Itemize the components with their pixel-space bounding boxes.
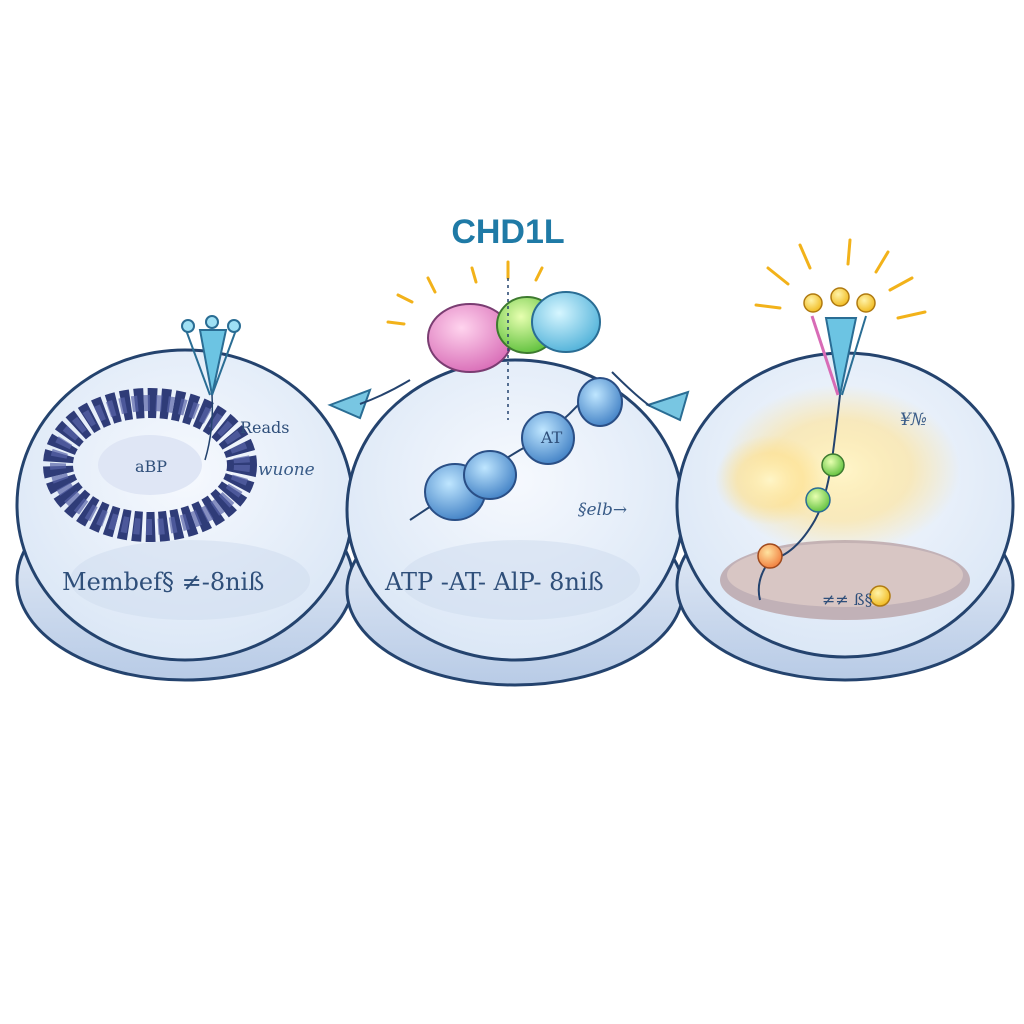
cell-middle-label-b: §elb→ [578, 500, 627, 520]
receptor-right [803, 287, 876, 396]
nucleus-label: aBP [135, 457, 167, 476]
cell-middle-label-a: ATP -AT- AlP- 8niß [384, 568, 604, 596]
glow-rays [754, 238, 927, 320]
cell-left-label-b: wuone [258, 460, 315, 480]
chd1l-complex [427, 291, 601, 373]
cell-left: aBP Reads wuone Membef§ ≠-8niß [15, 315, 355, 682]
diagram-title: CHD1L [451, 213, 564, 251]
cell-middle: AT §elb→ ATP -AT- AlP- 8niß [345, 260, 685, 687]
nucleosome-label: AT [540, 428, 563, 447]
arrow-right [611, 371, 690, 422]
cell-right: ¥№ ≠≠ ß§ [675, 238, 1015, 682]
sparkle-rays [386, 260, 544, 326]
receptor-left [181, 315, 241, 461]
cell-left-label-a: Reads [240, 418, 290, 437]
cell-left-label-c: Membef§ ≠-8niß [62, 568, 264, 596]
cell-right-label-a: ¥№ [900, 410, 927, 430]
nucleosome-chain: AT [409, 377, 623, 521]
arrow-left [327, 379, 411, 420]
signal-strand [757, 394, 891, 607]
chromatin-ring: aBP [43, 388, 257, 542]
cell-right-label-c: ≠≠ ß§ [822, 590, 873, 609]
